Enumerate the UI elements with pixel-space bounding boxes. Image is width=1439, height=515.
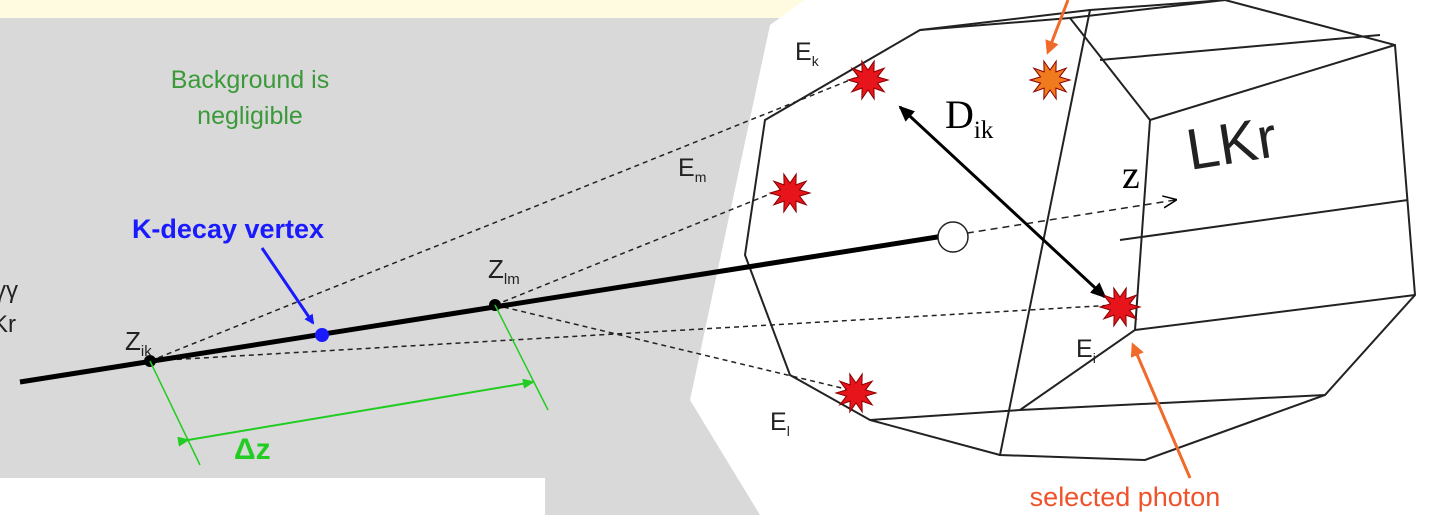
hit-e-m bbox=[768, 172, 812, 214]
orange-pointer-arrow bbox=[1045, 0, 1070, 55]
hit-orange bbox=[1028, 59, 1072, 101]
delta-z-label: Δz bbox=[234, 433, 271, 466]
decay-vertex-dot bbox=[315, 328, 329, 342]
background-note-line-1: Background is bbox=[171, 66, 329, 94]
hit-e-k bbox=[846, 59, 890, 101]
z-ik-label: Zik bbox=[125, 326, 152, 360]
left-cut-text-1: γγ bbox=[0, 277, 18, 304]
bottom-note-box bbox=[0, 478, 545, 515]
decay-vertex-arrow bbox=[260, 247, 315, 325]
distance-label: Dik bbox=[945, 92, 994, 144]
distance-arrow bbox=[898, 105, 1107, 299]
background-note-line-2: negligible bbox=[197, 102, 303, 130]
hit-e-l bbox=[834, 372, 878, 414]
selected-photon-label: selected photon bbox=[1030, 482, 1221, 512]
beam-end-circle bbox=[937, 221, 969, 253]
photon-hits bbox=[768, 59, 1142, 414]
selected-photon-arrow bbox=[1130, 342, 1192, 479]
photon-paths bbox=[149, 77, 1116, 391]
detector-label: LKr bbox=[1182, 105, 1281, 183]
left-cut-text-2: Kr bbox=[0, 311, 16, 338]
z-axis-label: z bbox=[1122, 152, 1140, 197]
e-m-label: Em bbox=[678, 154, 706, 185]
decay-vertex-label: K-decay vertex bbox=[132, 214, 324, 244]
delta-z-construction bbox=[149, 304, 549, 466]
hit-e-i bbox=[1098, 286, 1142, 328]
beam-line bbox=[19, 232, 951, 385]
top-note-box bbox=[0, 0, 920, 18]
e-i-label: Ei bbox=[1076, 335, 1096, 366]
e-l-label: El bbox=[770, 408, 790, 439]
z-lm-label: Zlm bbox=[488, 254, 520, 288]
e-k-label: Ek bbox=[795, 38, 820, 69]
